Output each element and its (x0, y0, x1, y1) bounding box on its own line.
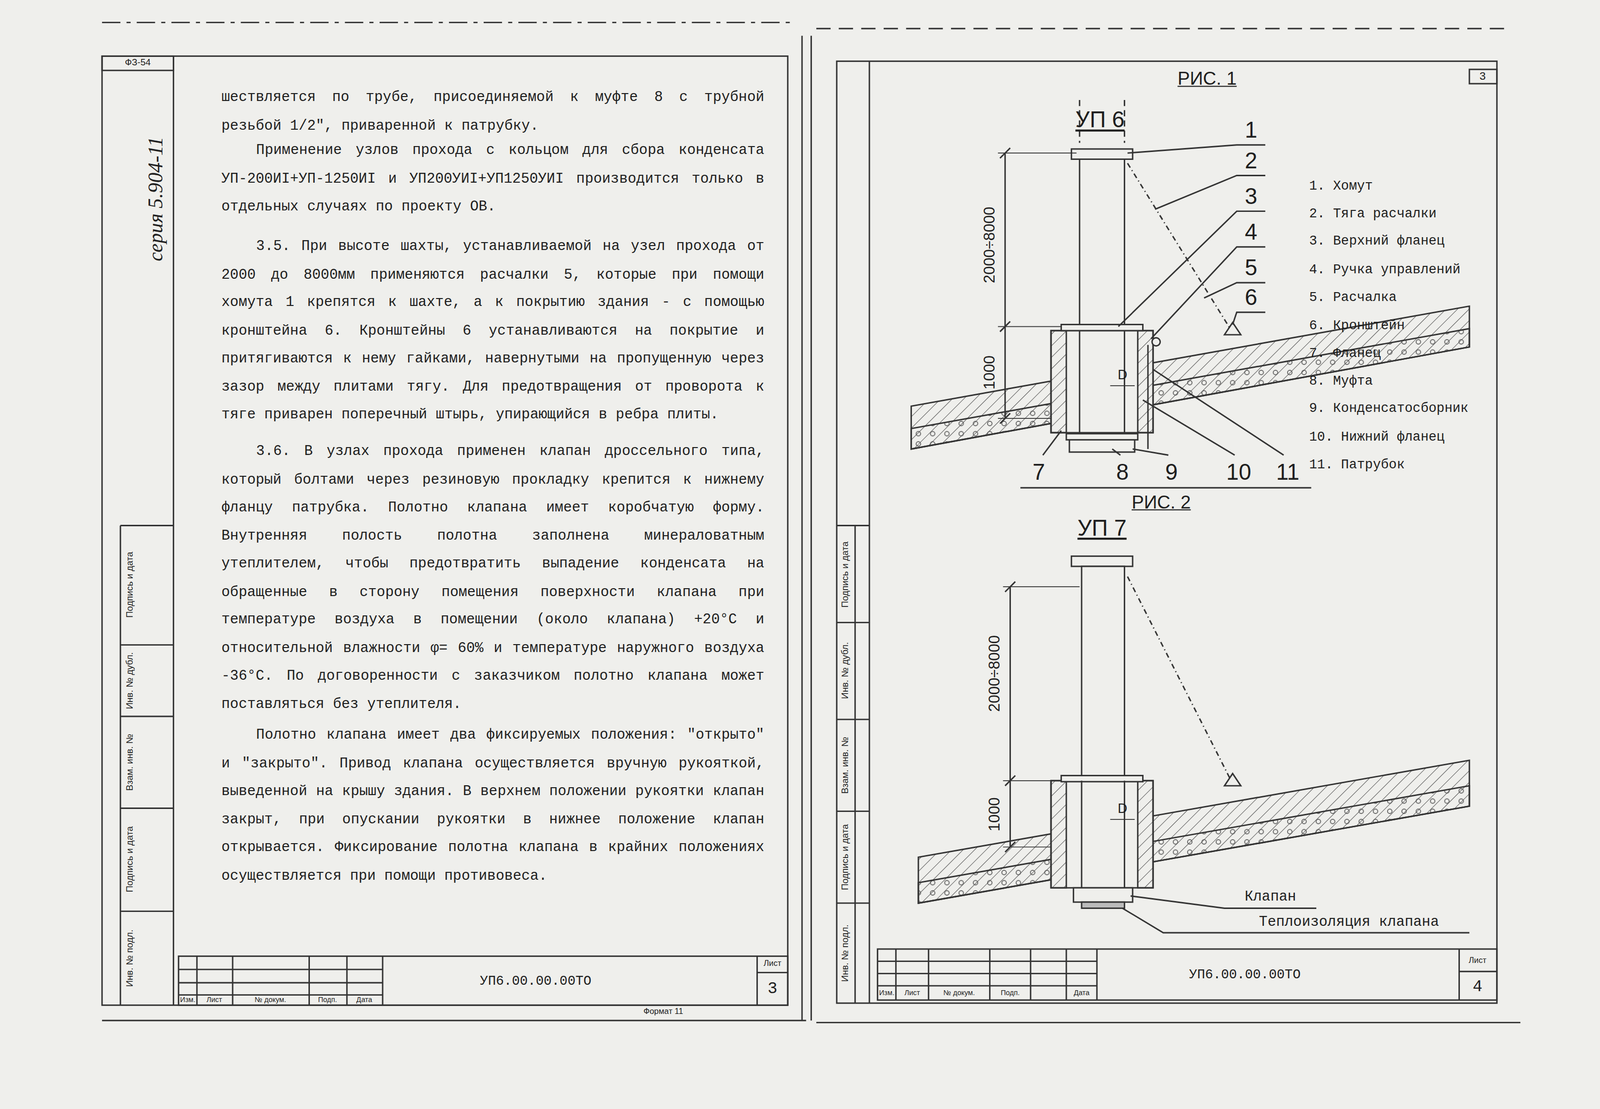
stamp-field: Инв. № подл. (841, 924, 851, 982)
title-block-head: Изм. (180, 996, 196, 1004)
title-block-head: Подп. (1000, 989, 1020, 998)
callout-number: 1 (1244, 118, 1257, 144)
callout-number: 9 (1165, 459, 1178, 485)
callout-number: 4 (1244, 220, 1257, 246)
title-block-head: Лист (904, 989, 920, 998)
part-list-item: 8. Муфта (1309, 374, 1374, 389)
part-list-item: 3. Верхний фланец (1309, 234, 1445, 250)
callout-number: 5 (1244, 255, 1257, 281)
callout-number: 11 (1276, 459, 1300, 485)
stamp-field: Инв. № подл. (125, 929, 136, 988)
stamp-field: Подпись и дата (841, 824, 851, 891)
figure-title: РИС. 1 (1177, 69, 1237, 90)
title-block-head: № докум. (254, 996, 287, 1004)
sheet-number: 3 (767, 980, 778, 999)
dimension: D (1117, 801, 1128, 817)
sheet-code: ФЗ-54 (124, 58, 151, 69)
body-text: 3.5. При высоте шахты, устанавливаемой н… (221, 232, 765, 430)
part-label: Клапан (1244, 889, 1297, 905)
callout-number: 7 (1032, 459, 1046, 485)
part-list-item: 7. Фланец (1309, 347, 1382, 362)
format-label: Формат 11 (643, 1007, 684, 1017)
dimension: 2000÷8000 (981, 206, 999, 284)
stamp-field: Подпись и дата (125, 826, 136, 893)
sheet-label: Лист (763, 959, 782, 969)
part-list-item: 1. Хомут (1309, 179, 1374, 194)
stamp-field: Подпись и дата (125, 551, 136, 618)
stamp-field: Инв. № дубл. (125, 651, 136, 709)
part-list-item: 9. Конденсатосборник (1309, 401, 1469, 417)
figure-title: РИС. 2 (1131, 493, 1191, 514)
callout-number: 10 (1226, 459, 1251, 485)
title-block-head: Лист (206, 996, 222, 1004)
part-list-item: 11. Патрубок (1309, 457, 1405, 473)
part-list-item: 6. Кронштейн (1309, 319, 1405, 334)
title-block-head: № докум. (943, 989, 975, 998)
callout-number: 2 (1244, 149, 1257, 174)
stamp-field: Взам. инв. № (125, 733, 136, 791)
dimension: 2000÷8000 (986, 635, 1004, 712)
document-code: УП6.00.00.00ТО (1189, 968, 1301, 983)
callout-number: 3 (1244, 184, 1257, 210)
body-text: шествляется по трубе, присоединяемой к м… (221, 83, 765, 140)
stamp-field: Инв. № дубл. (841, 642, 851, 700)
part-list-item: 10. Нижний фланец (1309, 430, 1445, 446)
sheet-number: 3 (1479, 70, 1487, 83)
unit-name: УП 7 (1077, 516, 1127, 542)
stamp-field: Взам. инв. № (841, 736, 851, 794)
stamp-field: Подпись и дата (841, 541, 851, 608)
part-list-item: 4. Ручка управлений (1309, 262, 1461, 278)
unit-name: УП 6 (1075, 107, 1125, 133)
part-list-item: 2. Тяга расчалки (1309, 206, 1437, 222)
body-text: 3.6. В узлах прохода применен клапан дро… (221, 437, 765, 719)
dimension: D (1117, 368, 1128, 383)
dimension: 1000 (981, 355, 999, 390)
dimension: 1000 (986, 797, 1004, 832)
body-text: Применение узлов прохода с кольцом для с… (221, 136, 765, 221)
callout-number: 6 (1244, 285, 1257, 311)
sheet-number: 4 (1472, 978, 1483, 997)
callout-number: 8 (1116, 459, 1129, 485)
part-list-item: 5. Расчалка (1309, 290, 1398, 305)
part-label: Теплоизоляция клапана (1258, 914, 1440, 931)
title-block-head: Подп. (317, 996, 337, 1004)
document-code: УП6.00.00.00ТО (480, 974, 592, 989)
sheet-label: Лист (1468, 956, 1487, 966)
series-label: серия 5.904-11 (144, 136, 167, 261)
title-block-head: Дата (356, 996, 373, 1004)
title-block-head: Дата (1073, 989, 1090, 998)
title-block-head: Изм. (879, 989, 895, 998)
body-text: Полотно клапана имеет два фиксируемых по… (221, 721, 765, 890)
